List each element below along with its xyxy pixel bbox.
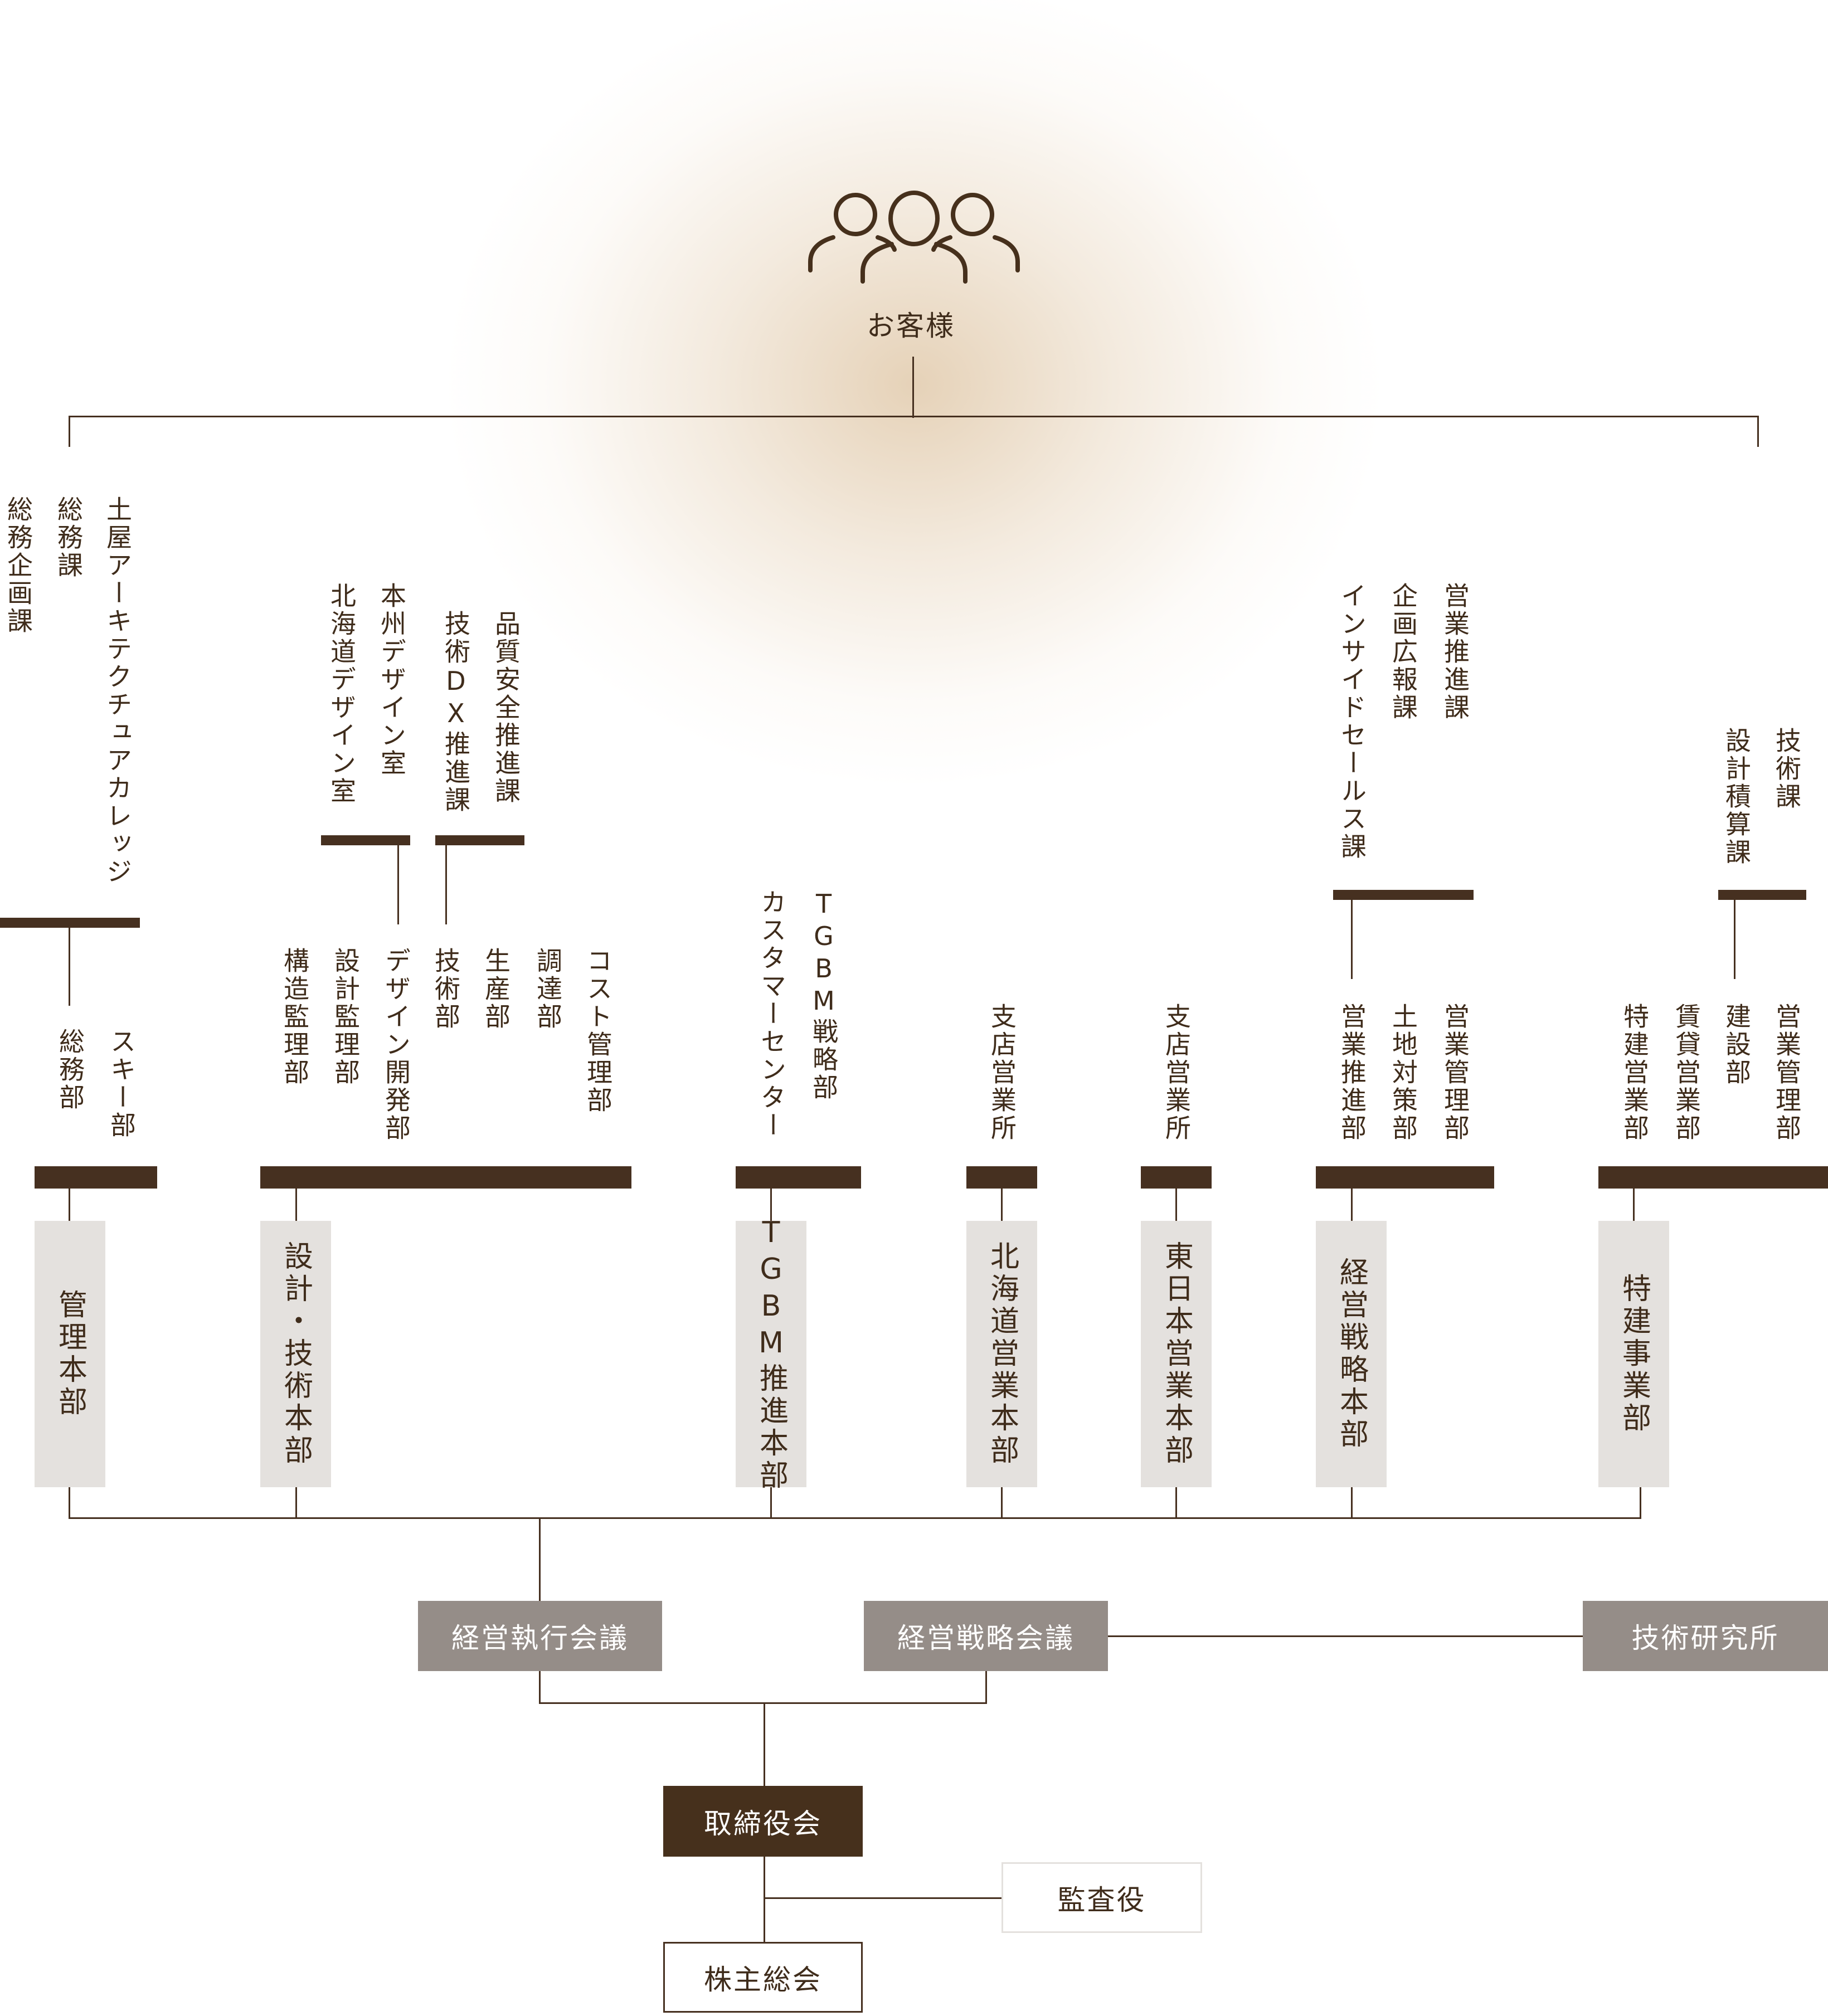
customer-stem: [912, 357, 914, 418]
strategy-lab-connector: [1108, 1635, 1583, 1637]
customer-bracket: [69, 416, 1759, 417]
dept-branch-office-higashi: 支店営業所: [1161, 1003, 1192, 1142]
section-hokkaido-design: 北海道デザイン室: [327, 582, 357, 805]
dept-tgbm-strategy: TGBM戦略部: [809, 889, 839, 1102]
section-general-affairs: 総務課: [54, 496, 84, 580]
strategy-meeting-box: 経営戦略会議: [864, 1601, 1108, 1671]
connector-keiei-sections: [1351, 900, 1353, 979]
executive-stem: [539, 1517, 541, 1601]
executive-meeting-box: 経営執行会議: [418, 1601, 662, 1671]
section-general-planning: 総務企画課: [3, 496, 33, 635]
dept-rental-sales: 賃貸営業部: [1671, 1003, 1701, 1142]
board-stem: [764, 1702, 765, 1786]
dept-construction: 建設部: [1722, 1003, 1752, 1087]
dept-tokken-sales-management: 営業管理部: [1772, 1003, 1802, 1142]
dept-design-supervision: 設計監理部: [330, 947, 361, 1087]
customers-icon: [803, 184, 1025, 284]
section-design-estimation: 設計積算課: [1722, 727, 1752, 866]
hq-kanri-label: 管理本部: [53, 1289, 87, 1419]
connector-design-sections: [397, 845, 399, 924]
section-honshu-design: 本州デザイン室: [377, 582, 407, 777]
hq-drop-hokkaido: [1001, 1487, 1003, 1519]
dept-special-construction-sales: 特建営業部: [1620, 1003, 1650, 1142]
connector-kanri-sections: [69, 928, 70, 1006]
section-planning-pr: 企画広報課: [1388, 582, 1418, 722]
hq-higashi: 東日本営業本部: [1141, 1221, 1212, 1487]
section-bar-tokken: [1718, 890, 1806, 900]
meetings-bracket: [539, 1702, 987, 1704]
section-bar-keiei: [1333, 890, 1474, 900]
section-quality-safety: 品質安全推進課: [491, 610, 521, 805]
dept-sales-management: 営業管理部: [1440, 1003, 1470, 1142]
hq-keiei-label: 経営戦略本部: [1334, 1257, 1368, 1451]
hq-keiei: 経営戦略本部: [1316, 1221, 1387, 1487]
customer-bracket-right: [1757, 416, 1759, 447]
dept-procurement: 調達部: [533, 947, 563, 1031]
dept-bar-sekkei: [260, 1166, 631, 1189]
board-to-shareholders: [764, 1857, 765, 1942]
connector-kanri-hq: [69, 1189, 70, 1221]
section-tech-dx: 技術DX推進課: [441, 610, 471, 814]
hq-higashi-label: 東日本営業本部: [1159, 1241, 1193, 1467]
dept-production: 生産部: [481, 947, 511, 1031]
hq-hokkaido: 北海道営業本部: [966, 1221, 1037, 1487]
section-bar-tech: [435, 835, 524, 845]
section-inside-sales: インサイドセールス課: [1337, 582, 1367, 861]
connector-higashi-hq: [1175, 1189, 1177, 1221]
hq-drop-sekkei: [295, 1487, 297, 1519]
dept-bar-higashi: [1141, 1166, 1212, 1189]
hq-tgbm: TGBM推進本部: [736, 1216, 806, 1492]
board-box: 取締役会: [663, 1786, 863, 1857]
hq-drop-higashi: [1175, 1487, 1177, 1519]
hq-sekkei-label: 設計・技術本部: [279, 1241, 313, 1467]
section-bar-kanri: [0, 918, 140, 928]
connector-tech-sections: [445, 845, 447, 924]
dept-bar-keiei: [1316, 1166, 1494, 1189]
connector-tokken-sections: [1734, 900, 1735, 979]
section-bar-design: [321, 835, 410, 845]
dept-cost-management: コスト管理部: [583, 947, 613, 1114]
hq-tokken: 特建事業部: [1598, 1221, 1669, 1487]
dept-bar-hokkaido: [966, 1166, 1037, 1189]
dept-bar-kanri: [35, 1166, 157, 1189]
hq-hokkaido-label: 北海道営業本部: [985, 1241, 1019, 1467]
dept-technical: 技術部: [431, 947, 461, 1031]
research-lab-box: 技術研究所: [1583, 1601, 1828, 1671]
connector-sekkei-hq: [295, 1189, 297, 1221]
dept-design-development: デザイン開発部: [381, 947, 411, 1142]
dept-bar-tgbm: [736, 1166, 861, 1189]
section-technical: 技術課: [1772, 727, 1802, 811]
dept-bar-tokken: [1598, 1166, 1828, 1189]
auditor-connector: [764, 1897, 1001, 1899]
executive-drop: [539, 1671, 541, 1704]
section-architecture-college: 土屋アーキテクチュアカレッジ: [103, 496, 133, 886]
connector-keiei-hq: [1351, 1189, 1353, 1221]
connector-hokkaido-hq: [1001, 1189, 1003, 1221]
customer-glow: [440, 0, 1388, 791]
dept-branch-office-hokkaido: 支店営業所: [987, 1003, 1017, 1142]
hq-tgbm-label: TGBM推進本部: [754, 1216, 788, 1492]
strategy-drop: [985, 1671, 987, 1704]
dept-sales-promotion: 営業推進部: [1337, 1003, 1367, 1142]
customer-bracket-left: [69, 416, 70, 447]
customer-label: お客様: [867, 310, 955, 342]
hq-drop-tgbm: [770, 1487, 772, 1519]
dept-general-affairs: 総務部: [55, 1028, 85, 1112]
dept-land-measures: 土地対策部: [1388, 1003, 1418, 1142]
hq-drop-keiei: [1351, 1487, 1353, 1519]
dept-customer-center: カスタマーセンター: [757, 889, 787, 1140]
dept-ski: スキー部: [106, 1028, 137, 1140]
hq-tokken-label: 特建事業部: [1617, 1273, 1651, 1435]
connector-tokken-hq: [1633, 1189, 1635, 1221]
hq-bottom-bracket: [69, 1517, 1641, 1519]
dept-structural-supervision: 構造監理部: [280, 947, 310, 1087]
hq-sekkei: 設計・技術本部: [260, 1221, 331, 1487]
shareholders-box: 株主総会: [663, 1942, 863, 2013]
auditor-box: 監査役: [1001, 1862, 1202, 1933]
hq-kanri: 管理本部: [35, 1221, 105, 1487]
connector-tgbm-hq: [770, 1189, 772, 1221]
hq-drop-kanri: [69, 1487, 70, 1519]
section-sales-promotion: 営業推進課: [1440, 582, 1470, 722]
hq-drop-tokken: [1640, 1487, 1641, 1519]
